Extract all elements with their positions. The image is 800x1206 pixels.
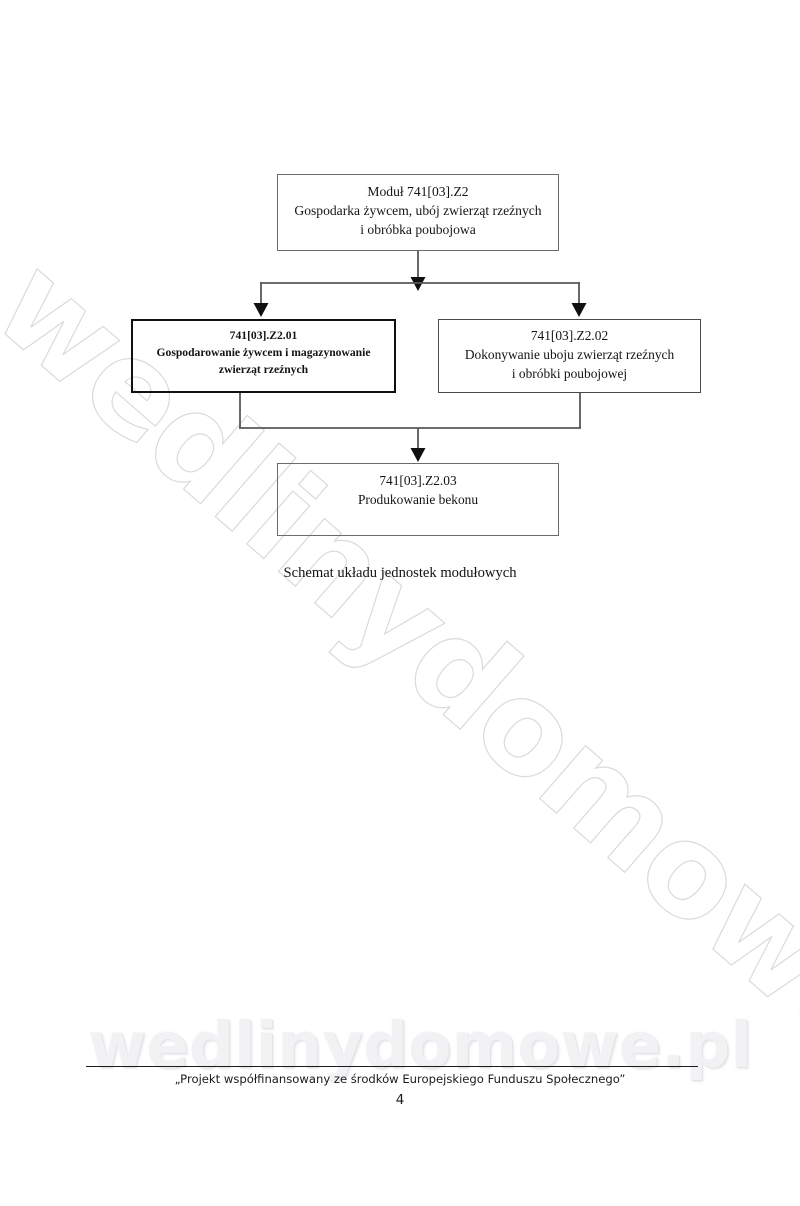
node-unit-02-line3: i obróbki poubojowej [511, 365, 628, 381]
modular-units-diagram: Moduł 741[03].Z2 Gospodarka żywcem, ubój… [131, 174, 701, 581]
document-page: wedlinydomowe.pl wedlinydomowe.pl Moduł … [0, 174, 800, 1206]
node-module-line3: i obróbka poubojowa [360, 221, 476, 237]
node-module-line2: Gospodarka żywcem, ubój zwierząt rzeźnyc… [294, 202, 542, 218]
diagram-connectors [239, 251, 587, 462]
node-module: Moduł 741[03].Z2 Gospodarka żywcem, ubój… [277, 174, 559, 251]
node-unit-01-line3: zwierząt rzeźnych [218, 362, 309, 376]
node-unit-02-line2: Dokonywanie uboju zwierząt rzeźnych [464, 346, 675, 362]
node-unit-01: 741[03].Z2.01 Gospodarowanie żywcem i ma… [131, 319, 396, 393]
page-number: 4 [395, 1093, 405, 1108]
node-unit-02: 741[03].Z2.02 Dokonywanie uboju zwierząt… [438, 319, 701, 393]
node-unit-03-line2: Produkowanie bekonu [357, 491, 479, 507]
footer-divider [86, 1066, 698, 1067]
node-unit-01-code: 741[03].Z2.01 [229, 329, 298, 342]
diagram-caption: Schemat układu jednostek modułowych [283, 565, 517, 581]
node-module-code: Moduł 741[03].Z2 [367, 184, 469, 199]
node-unit-01-line2: Gospodarowanie żywcem i magazynowanie [156, 345, 371, 359]
node-unit-03: 741[03].Z2.03 Produkowanie bekonu [277, 463, 559, 536]
footer-note: „Projekt współfinansowany ze środków Eur… [174, 1072, 626, 1086]
node-unit-03-code: 741[03].Z2.03 [379, 473, 457, 488]
node-unit-02-code: 741[03].Z2.02 [530, 328, 609, 343]
